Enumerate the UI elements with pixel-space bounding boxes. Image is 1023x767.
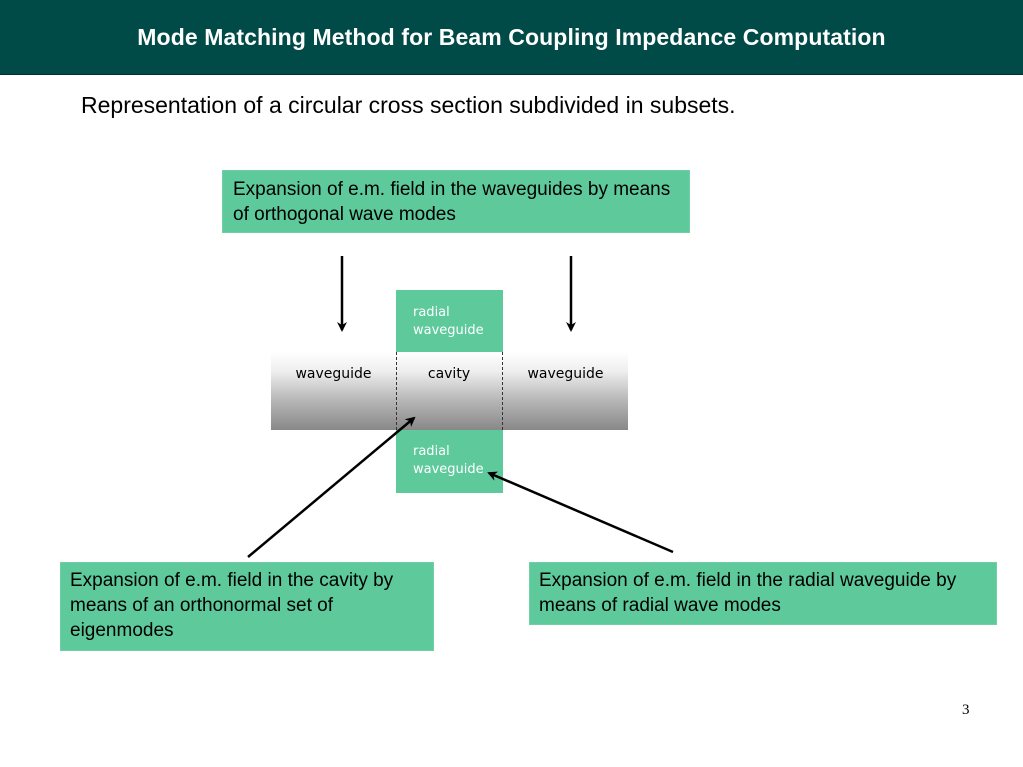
radial-waveguide-top: radial waveguide: [396, 290, 503, 352]
title-bar: Mode Matching Method for Beam Coupling I…: [0, 0, 1023, 75]
waveguide-expansion-box: Expansion of e.m. field in the waveguide…: [222, 170, 690, 233]
page-number: 3: [962, 702, 970, 718]
radial-expansion-box: Expansion of e.m. field in the radial wa…: [529, 562, 997, 625]
divider-right: [502, 352, 503, 430]
radial-waveguide-bottom: radial waveguide: [396, 430, 503, 493]
waveguide-strip: [271, 352, 628, 430]
divider-left: [396, 352, 397, 430]
arrow-to-cavity: [247, 416, 416, 558]
slide-title: Mode Matching Method for Beam Coupling I…: [137, 23, 886, 50]
cavity-expansion-box: Expansion of e.m. field in the cavity by…: [60, 562, 434, 651]
right-waveguide-label: waveguide: [527, 366, 604, 382]
left-waveguide-label: waveguide: [295, 366, 372, 382]
arrow-to-radial-waveguide: [487, 471, 674, 554]
slide-subtitle: Representation of a circular cross secti…: [81, 92, 736, 118]
cavity-label: cavity: [427, 366, 471, 382]
